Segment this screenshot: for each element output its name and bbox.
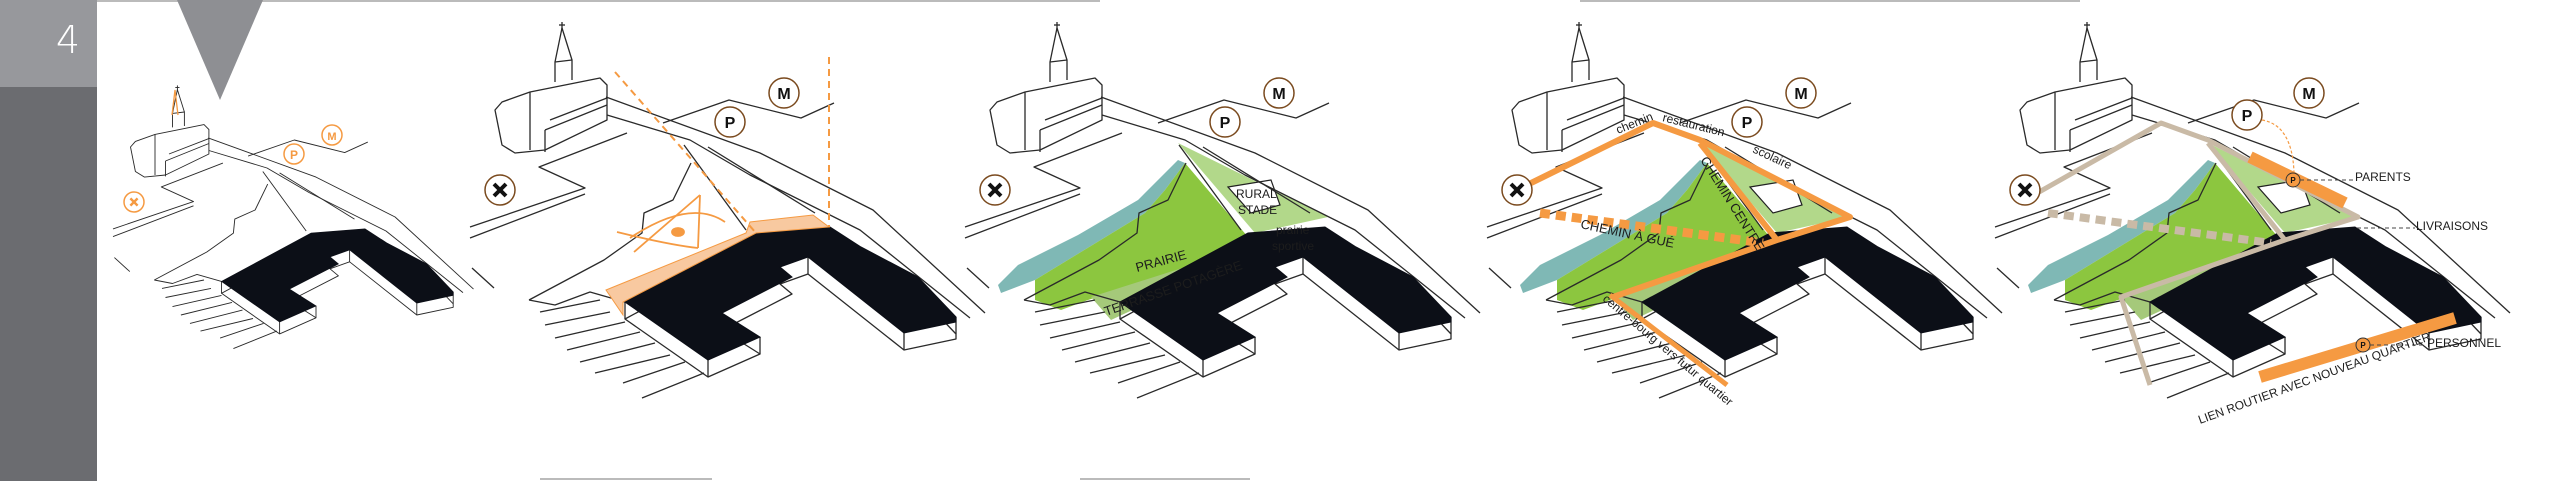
- metro-icon: M: [768, 77, 800, 109]
- parking-icon: P: [2231, 99, 2263, 131]
- path-chemin-centre: [1697, 141, 1780, 242]
- svg-text:M: M: [777, 86, 790, 103]
- steeple-highlight: [171, 89, 179, 116]
- label-livraisons: LIVRAISONS: [2416, 219, 2488, 233]
- svg-text:P: P: [1742, 115, 1753, 132]
- beige-path: [2206, 141, 2287, 242]
- svg-text:M: M: [1272, 86, 1285, 103]
- label-personnel: PERSONNEL: [2427, 336, 2501, 350]
- svg-text:P: P: [290, 148, 298, 162]
- panel-1-context: P M: [112, 84, 474, 350]
- restaurant-icon: [1501, 174, 1533, 206]
- beige-path-dashed: [2047, 209, 2272, 247]
- parents-arrow: [2261, 119, 2295, 173]
- section-number-tab: [0, 0, 97, 87]
- small-parking-icon: P: [2355, 337, 2371, 353]
- svg-text:M: M: [1794, 86, 1807, 103]
- section-number: 4: [55, 18, 80, 62]
- metro-icon: M: [321, 124, 343, 146]
- svg-text:P: P: [1220, 115, 1231, 132]
- label-prairie-sportive: prairie: [1276, 223, 1310, 237]
- label-rural: RURAL: [1236, 187, 1277, 201]
- panel-3-landscape: P M PRAIRIE TERRASSE POTAGÈRE RURAL STAD…: [964, 21, 1481, 399]
- svg-text:P: P: [725, 115, 736, 132]
- svg-text:P: P: [2290, 176, 2296, 185]
- path-restauration: [1525, 120, 1853, 300]
- view-axis-dashed: [614, 71, 757, 234]
- label-stade: STADE: [1238, 203, 1277, 217]
- label-parents: PARENTS: [2355, 170, 2411, 184]
- metro-icon: M: [1263, 77, 1295, 109]
- svg-text:P: P: [2242, 108, 2253, 125]
- parking-icon: P: [1209, 106, 1241, 138]
- panel-5-access: P M P P PARENTS LIVRAISONS PERSONNEL: [1994, 21, 2511, 427]
- restaurant-icon: [2009, 174, 2041, 206]
- label-sportive: sportive: [1272, 239, 1314, 253]
- restaurant-icon: [979, 174, 1011, 206]
- svg-text:P: P: [2360, 341, 2366, 350]
- restaurant-icon: [484, 174, 516, 206]
- panel-4-paths: P M chemin restauration scolaire CHEMIN …: [1486, 21, 2003, 409]
- small-parking-icon: P: [2285, 172, 2301, 188]
- beige-path: [2023, 120, 2361, 386]
- section-marker-triangle: [177, 0, 263, 100]
- svg-text:M: M: [2302, 86, 2315, 103]
- parking-icon: P: [283, 143, 305, 165]
- metro-icon: M: [2293, 77, 2325, 109]
- panel-2-views: P M: [469, 21, 986, 399]
- restaurant-icon: [123, 191, 145, 213]
- side-bar: [0, 87, 97, 481]
- metro-icon: M: [1785, 77, 1817, 109]
- path-chemin-a-gue: [1539, 208, 1764, 248]
- eye-view-icon: [616, 194, 726, 253]
- parking-icon: P: [714, 106, 746, 138]
- path-centre-bourg: [1608, 293, 1729, 387]
- svg-text:M: M: [327, 131, 336, 143]
- parking-icon: P: [1731, 106, 1763, 138]
